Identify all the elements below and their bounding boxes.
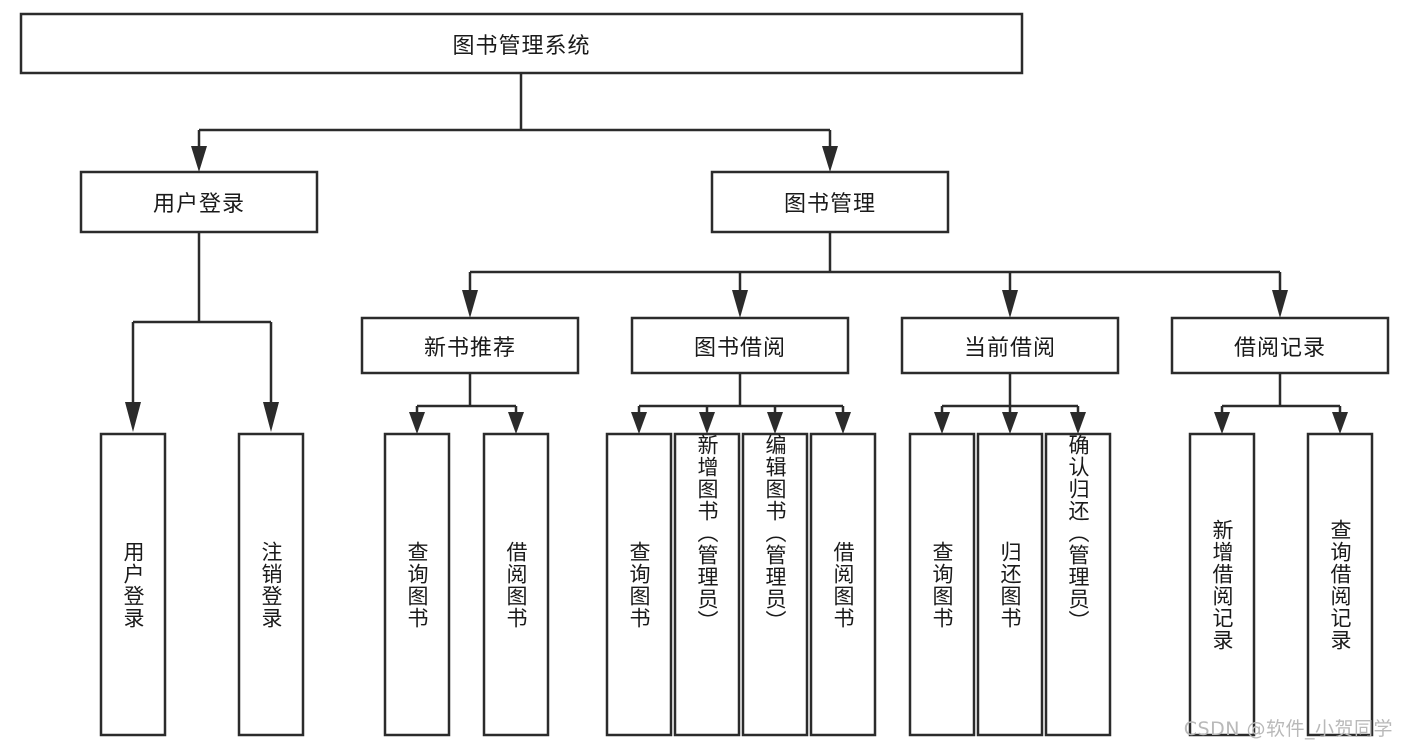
node-book-borrow[interactable] [630, 316, 850, 375]
leaf-logout[interactable] [237, 432, 305, 737]
node-root-book-management-system[interactable] [19, 12, 1024, 75]
nodes-group [19, 12, 1390, 737]
arrow-to-userlogin [191, 146, 207, 172]
leaf-query-book-borrow[interactable] [605, 432, 673, 737]
leaf-user-login[interactable] [99, 432, 167, 737]
node-new-book-recommend[interactable] [360, 316, 580, 375]
arrow-to-leaf-logout [263, 402, 279, 432]
arrow-to-bookborrow-leaf-1 [631, 412, 647, 434]
arrow-to-bookborrow [732, 290, 748, 318]
arrow-to-bookborrow-leaf-4 [835, 412, 851, 434]
arrow-to-newbook-leaf-2 [508, 412, 524, 434]
node-user-login[interactable] [79, 170, 319, 234]
leaf-add-borrow-record[interactable] [1188, 432, 1256, 737]
leaf-query-borrow-record[interactable] [1306, 432, 1374, 737]
arrow-to-newbook-leaf-1 [409, 412, 425, 434]
node-borrow-record[interactable] [1170, 316, 1390, 375]
leaf-borrow-book[interactable] [809, 432, 877, 737]
arrow-to-currentborrow [1002, 290, 1018, 318]
arrow-to-borrowrecord [1272, 290, 1288, 318]
leaf-borrow-book-recommend[interactable] [482, 432, 550, 737]
arrow-to-bookmgmt [822, 146, 838, 172]
arrow-to-currentborrow-leaf-3 [1070, 412, 1086, 434]
leaf-confirm-return-admin[interactable] [1044, 432, 1112, 737]
leaf-add-book-admin[interactable] [673, 432, 741, 737]
arrow-to-bookborrow-leaf-3 [767, 412, 783, 434]
arrow-to-currentborrow-leaf-2 [1002, 412, 1018, 434]
node-book-management[interactable] [710, 170, 950, 234]
arrow-to-borrowrecord-leaf-2 [1332, 412, 1348, 434]
arrow-to-newbook [462, 290, 478, 318]
leaf-return-book[interactable] [976, 432, 1044, 737]
leaf-query-book-current[interactable] [908, 432, 976, 737]
arrow-to-leaf-user-login [125, 402, 141, 432]
node-current-borrow[interactable] [900, 316, 1120, 375]
arrow-to-bookborrow-leaf-2 [699, 412, 715, 434]
leaf-query-book-recommend[interactable] [383, 432, 451, 737]
connectors-group [125, 73, 1348, 434]
leaf-edit-book-admin[interactable] [741, 432, 809, 737]
arrow-to-borrowrecord-leaf-1 [1214, 412, 1230, 434]
arrow-to-currentborrow-leaf-1 [934, 412, 950, 434]
